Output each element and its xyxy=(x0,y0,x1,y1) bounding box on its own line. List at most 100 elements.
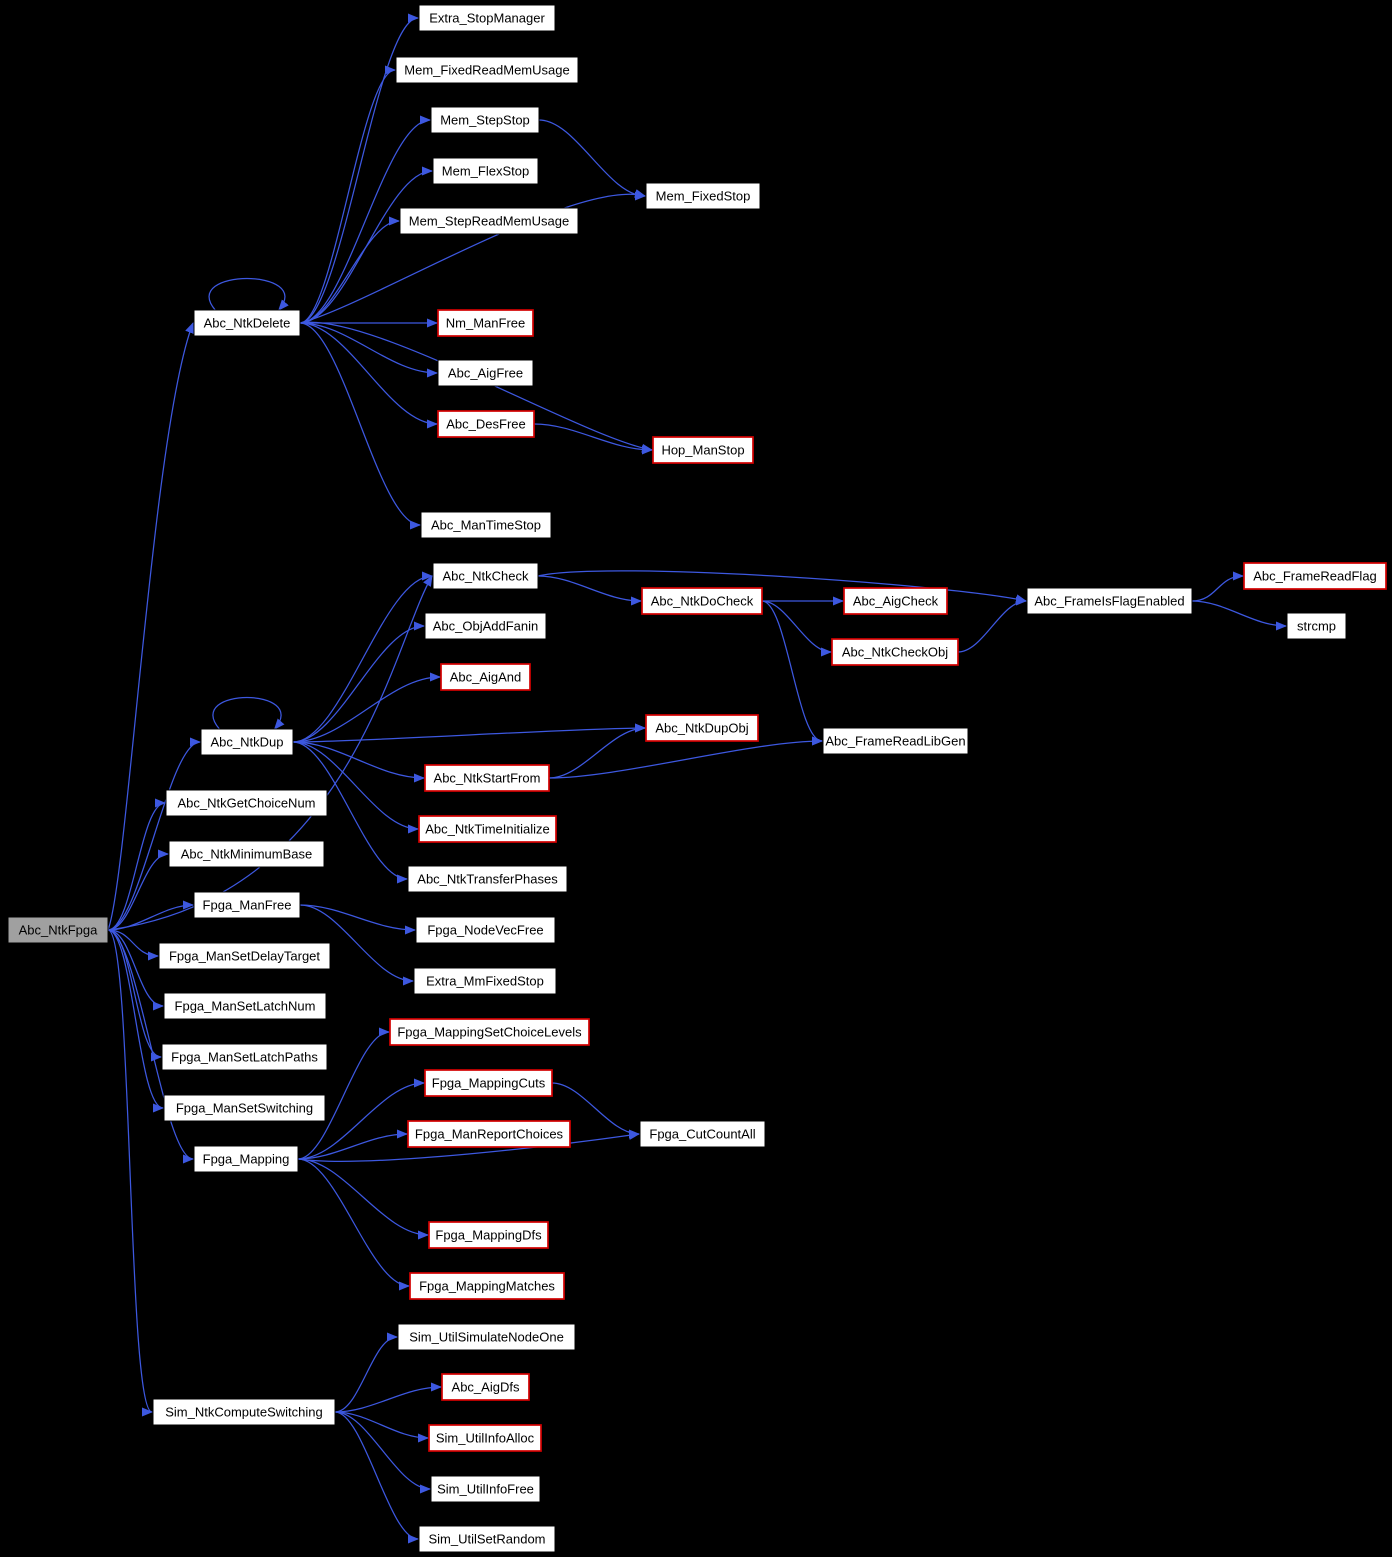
graph-node-label-Abc_FrameIsFlagEnabled: Abc_FrameIsFlagEnabled xyxy=(1034,594,1184,609)
graph-node-label-Fpga_MappingDfs: Fpga_MappingDfs xyxy=(435,1228,542,1243)
call-edge-Abc_NtkDoCheck-to-Abc_NtkCheckObj xyxy=(761,600,832,657)
graph-node-box-Sim_UtilSimulateNodeOne xyxy=(397,1323,576,1351)
graph-node-box-Fpga_NodeVecFree xyxy=(415,916,556,944)
graph-node-label-Abc_FrameReadLibGen: Abc_FrameReadLibGen xyxy=(825,734,965,749)
graph-node-Fpga_ManReportChoices[interactable]: Fpga_ManReportChoices xyxy=(407,1120,571,1148)
graph-node-box-Fpga_ManReportChoices xyxy=(407,1120,571,1148)
graph-node-label-Abc_DesFree: Abc_DesFree xyxy=(446,417,525,432)
graph-node-Abc_FrameReadFlag[interactable]: Abc_FrameReadFlag xyxy=(1243,562,1387,590)
call-edge-Abc_FrameIsFlagEnabled-to-strcmp xyxy=(1191,600,1287,631)
graph-node-Mem_FixedReadMemUsage[interactable]: Mem_FixedReadMemUsage xyxy=(395,56,579,84)
graph-node-label-Mem_FlexStop: Mem_FlexStop xyxy=(442,164,529,179)
graph-node-box-Sim_UtilSetRandom xyxy=(418,1525,556,1553)
graph-node-Extra_StopManager[interactable]: Extra_StopManager xyxy=(418,4,556,32)
graph-node-Sim_UtilSimulateNodeOne[interactable]: Sim_UtilSimulateNodeOne xyxy=(397,1323,576,1351)
graph-node-Mem_FlexStop[interactable]: Mem_FlexStop xyxy=(432,157,539,185)
graph-node-Fpga_MappingMatches[interactable]: Fpga_MappingMatches xyxy=(409,1272,565,1300)
graph-node-box-Abc_NtkCheck xyxy=(432,562,539,590)
graph-node-Nm_ManFree[interactable]: Nm_ManFree xyxy=(437,309,534,337)
call-edge-Fpga_Mapping-to-Fpga_MappingMatches xyxy=(297,1158,410,1291)
graph-node-Sim_UtilInfoFree[interactable]: Sim_UtilInfoFree xyxy=(430,1475,541,1503)
graph-node-Abc_NtkMinimumBase[interactable]: Abc_NtkMinimumBase xyxy=(168,840,325,868)
graph-node-box-Hop_ManStop xyxy=(652,436,754,464)
graph-node-Abc_AigAnd[interactable]: Abc_AigAnd xyxy=(440,663,531,691)
graph-node-box-Abc_NtkFpga xyxy=(7,916,109,944)
graph-node-Fpga_ManSetSwitching[interactable]: Fpga_ManSetSwitching xyxy=(163,1094,326,1122)
graph-node-Abc_FrameIsFlagEnabled[interactable]: Abc_FrameIsFlagEnabled xyxy=(1026,587,1193,615)
graph-node-Sim_UtilInfoAlloc[interactable]: Sim_UtilInfoAlloc xyxy=(428,1424,542,1452)
graph-node-Mem_FixedStop[interactable]: Mem_FixedStop xyxy=(645,182,761,210)
graph-node-Fpga_Mapping[interactable]: Fpga_Mapping xyxy=(193,1145,299,1173)
graph-node-Fpga_MappingSetChoiceLevels[interactable]: Fpga_MappingSetChoiceLevels xyxy=(389,1018,590,1046)
call-edge-Fpga_Mapping-to-Fpga_MappingCuts xyxy=(297,1078,425,1160)
graph-node-box-Extra_StopManager xyxy=(418,4,556,32)
graph-node-box-Abc_ObjAddFanin xyxy=(424,612,547,640)
graph-node-Abc_AigCheck[interactable]: Abc_AigCheck xyxy=(843,587,948,615)
graph-node-label-Nm_ManFree: Nm_ManFree xyxy=(446,316,525,331)
graph-node-label-Abc_FrameReadFlag: Abc_FrameReadFlag xyxy=(1253,569,1377,584)
graph-node-Abc_NtkDelete[interactable]: Abc_NtkDelete xyxy=(193,309,301,337)
graph-node-Fpga_ManSetLatchNum[interactable]: Fpga_ManSetLatchNum xyxy=(163,992,327,1020)
call-edge-Sim_NtkComputeSwitching-to-Abc_AigDfs xyxy=(334,1382,442,1413)
call-edge-Abc_NtkFpga-to-Fpga_ManSetDelayTarget xyxy=(107,929,159,961)
graph-node-box-Sim_UtilInfoAlloc xyxy=(428,1424,542,1452)
graph-node-Fpga_MappingDfs[interactable]: Fpga_MappingDfs xyxy=(428,1221,549,1249)
graph-node-Extra_MmFixedStop[interactable]: Extra_MmFixedStop xyxy=(413,967,557,995)
graph-node-Abc_NtkDoCheck[interactable]: Abc_NtkDoCheck xyxy=(641,587,763,615)
graph-node-label-strcmp: strcmp xyxy=(1297,619,1336,634)
graph-node-Fpga_MappingCuts[interactable]: Fpga_MappingCuts xyxy=(424,1069,553,1097)
graph-node-box-Fpga_ManFree xyxy=(193,891,301,919)
graph-node-Fpga_CutCountAll[interactable]: Fpga_CutCountAll xyxy=(639,1120,766,1148)
call-edge-Abc_NtkDup-to-Abc_NtkTimeInitialize xyxy=(292,741,419,834)
graph-node-box-Abc_FrameReadLibGen xyxy=(822,727,969,755)
graph-node-box-Fpga_Mapping xyxy=(193,1145,299,1173)
graph-node-label-Abc_AigDfs: Abc_AigDfs xyxy=(452,1380,520,1395)
graph-node-box-Nm_ManFree xyxy=(437,309,534,337)
graph-node-box-Abc_DesFree xyxy=(437,410,535,438)
graph-node-Abc_NtkDup[interactable]: Abc_NtkDup xyxy=(200,728,294,756)
graph-node-Fpga_ManSetDelayTarget[interactable]: Fpga_ManSetDelayTarget xyxy=(158,942,331,970)
graph-node-Abc_NtkFpga[interactable]: Abc_NtkFpga xyxy=(7,916,109,944)
graph-node-Abc_FrameReadLibGen[interactable]: Abc_FrameReadLibGen xyxy=(822,727,969,755)
graph-node-box-Abc_AigFree xyxy=(437,359,534,387)
graph-node-label-Sim_UtilSimulateNodeOne: Sim_UtilSimulateNodeOne xyxy=(409,1330,564,1345)
call-edge-Sim_NtkComputeSwitching-to-Sim_UtilInfoAlloc xyxy=(334,1411,429,1443)
graph-node-Abc_NtkTimeInitialize[interactable]: Abc_NtkTimeInitialize xyxy=(418,815,557,843)
graph-node-label-Abc_NtkFpga: Abc_NtkFpga xyxy=(19,923,99,938)
call-edge-Abc_NtkDup-to-Abc_ObjAddFanin xyxy=(292,621,425,743)
graph-node-Abc_ObjAddFanin[interactable]: Abc_ObjAddFanin xyxy=(424,612,547,640)
graph-node-Abc_NtkCheck[interactable]: Abc_NtkCheck xyxy=(432,562,539,590)
graph-node-Sim_NtkComputeSwitching[interactable]: Sim_NtkComputeSwitching xyxy=(152,1398,336,1426)
graph-node-Abc_AigFree[interactable]: Abc_AigFree xyxy=(437,359,534,387)
graph-node-Abc_DesFree[interactable]: Abc_DesFree xyxy=(437,410,535,438)
graph-node-Abc_NtkDupObj[interactable]: Abc_NtkDupObj xyxy=(645,714,759,742)
graph-node-Abc_NtkGetChoiceNum[interactable]: Abc_NtkGetChoiceNum xyxy=(165,789,328,817)
graph-node-Abc_NtkCheckObj[interactable]: Abc_NtkCheckObj xyxy=(831,638,959,666)
call-edge-Abc_NtkDelete-to-Mem_FixedReadMemUsage xyxy=(299,65,396,324)
graph-node-label-Abc_AigCheck: Abc_AigCheck xyxy=(853,594,939,609)
graph-node-label-Abc_AigFree: Abc_AigFree xyxy=(448,366,523,381)
graph-node-Hop_ManStop[interactable]: Hop_ManStop xyxy=(652,436,754,464)
graph-node-Mem_StepStop[interactable]: Mem_StepStop xyxy=(430,106,540,134)
graph-node-box-Abc_NtkGetChoiceNum xyxy=(165,789,328,817)
graph-node-box-Abc_NtkStartFrom xyxy=(424,764,550,792)
graph-node-Mem_StepReadMemUsage[interactable]: Mem_StepReadMemUsage xyxy=(399,207,579,235)
graph-node-box-Abc_AigCheck xyxy=(843,587,948,615)
graph-node-Abc_NtkStartFrom[interactable]: Abc_NtkStartFrom xyxy=(424,764,550,792)
graph-node-strcmp[interactable]: strcmp xyxy=(1286,612,1347,640)
graph-node-Fpga_NodeVecFree[interactable]: Fpga_NodeVecFree xyxy=(415,916,556,944)
graph-node-box-Mem_FlexStop xyxy=(432,157,539,185)
graph-node-Fpga_ManSetLatchPaths[interactable]: Fpga_ManSetLatchPaths xyxy=(161,1043,328,1071)
graph-node-label-Abc_NtkTimeInitialize: Abc_NtkTimeInitialize xyxy=(425,822,550,837)
graph-node-Fpga_ManFree[interactable]: Fpga_ManFree xyxy=(193,891,301,919)
graph-node-box-Fpga_ManSetLatchNum xyxy=(163,992,327,1020)
graph-node-Sim_UtilSetRandom[interactable]: Sim_UtilSetRandom xyxy=(418,1525,556,1553)
graph-node-Abc_NtkTransferPhases[interactable]: Abc_NtkTransferPhases xyxy=(407,865,568,893)
graph-node-box-Abc_FrameReadFlag xyxy=(1243,562,1387,590)
graph-node-box-Fpga_MappingMatches xyxy=(409,1272,565,1300)
graph-node-label-Fpga_Mapping: Fpga_Mapping xyxy=(203,1152,290,1167)
graph-node-Abc_ManTimeStop[interactable]: Abc_ManTimeStop xyxy=(420,511,552,539)
graph-node-Abc_AigDfs[interactable]: Abc_AigDfs xyxy=(441,1373,530,1401)
